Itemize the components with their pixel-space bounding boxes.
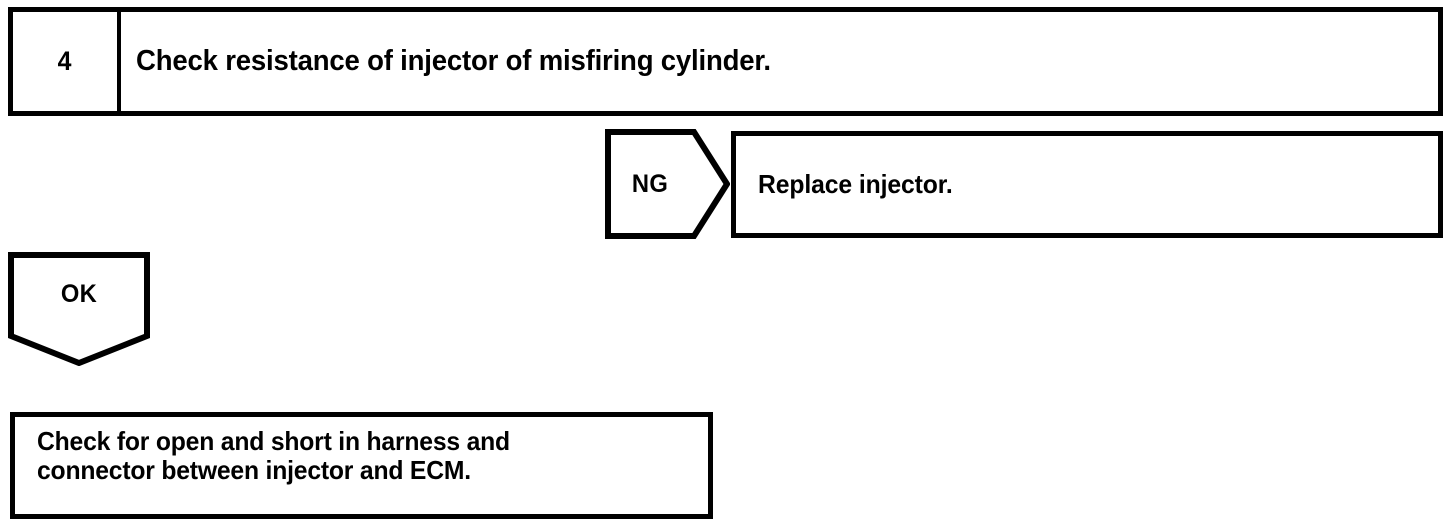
step-instruction-cell: Check resistance of injector of misfirin… [121,12,1438,111]
step-instruction-label: Check resistance of injector of misfirin… [136,45,771,78]
ok-branch-arrow-icon [8,252,150,366]
ng-result-box: Replace injector. [731,131,1443,238]
ng-branch-label-text: NG [631,169,669,198]
ok-result-label-line-1: Check for open and short in harness and [37,426,510,456]
ng-branch-arrow-icon [605,129,730,239]
step-number-cell: 4 [13,12,121,111]
ng-result-label: Replace injector. [758,168,953,199]
ok-result-label-line-2: connector between injector and ECM. [37,455,471,486]
step-number-label: 4 [57,46,73,76]
ok-branch-label: OK [12,252,147,336]
step-4-row: 4 Check resistance of injector of misfir… [8,7,1443,116]
ok-result-box: Check for open and short in harness and … [10,412,713,519]
ok-branch-label-text: OK [60,279,98,308]
ng-branch-label: NG [607,129,693,239]
